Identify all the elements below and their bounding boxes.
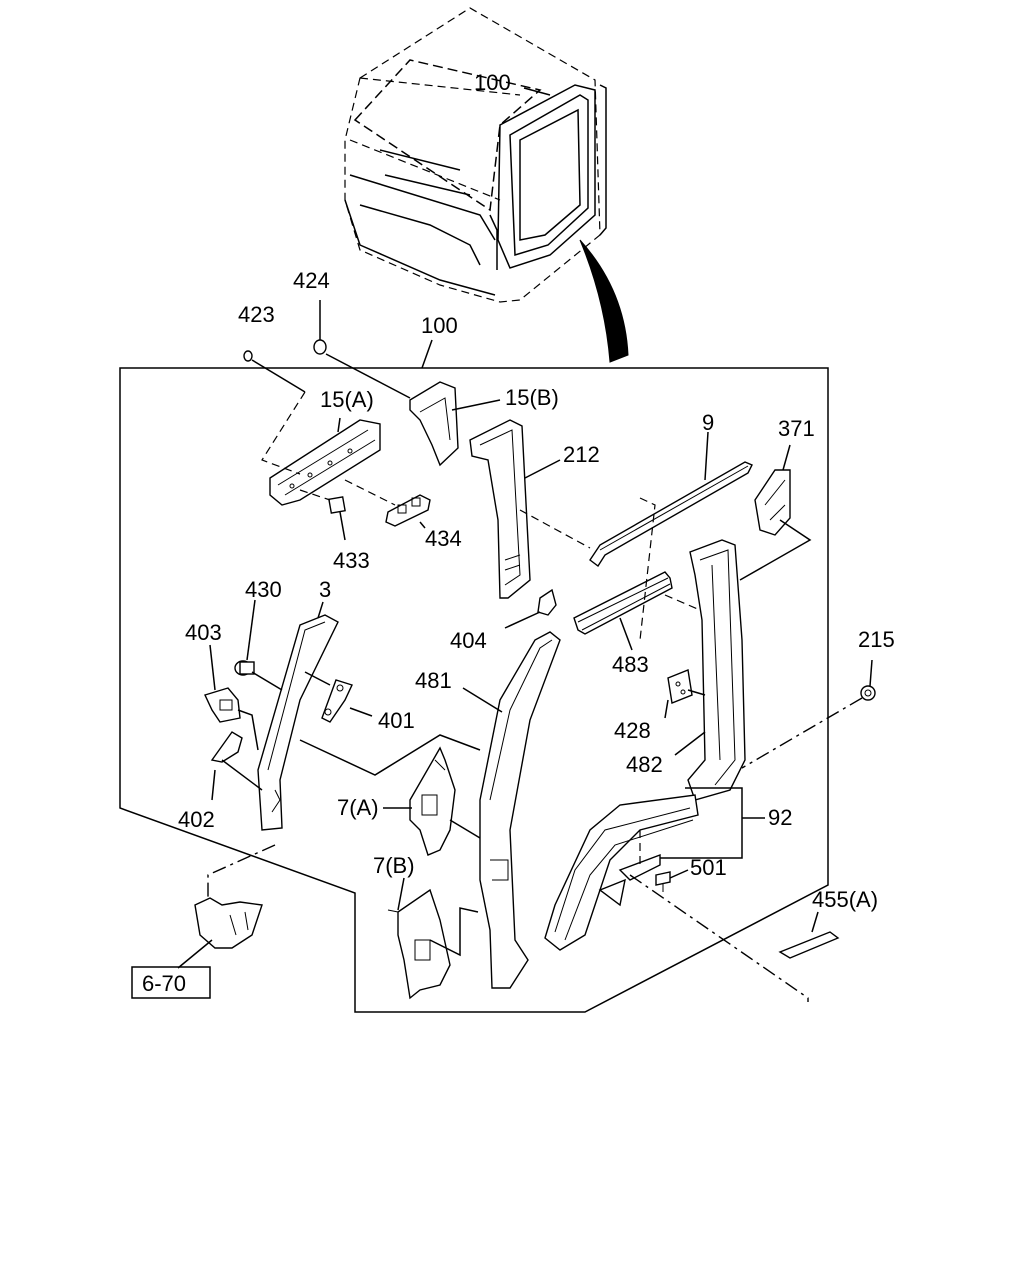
callout-371: 371 [778,416,815,441]
reference-label: 6-70 [142,971,186,996]
callout-92: 92 [768,805,792,830]
part-15b-bracket [409,381,459,467]
part-428-bracket [667,669,693,704]
part-402-bracket [210,731,243,763]
callout-215: 215 [858,627,895,652]
part-215-nut [860,685,876,701]
callout-100: 100 [421,313,458,338]
callout-7a: 7(A) [337,795,379,820]
callout-labels: 100 424 423 100 15(A) 15(B) 212 9 371 43… [178,70,895,912]
part-481-pillar [479,631,561,989]
part-424-grommet [313,339,327,355]
callout-7b: 7(B) [373,853,415,878]
callout-401: 401 [378,708,415,733]
part-6-70-panel [194,897,263,949]
callout-212: 212 [563,442,600,467]
callout-3: 3 [319,577,331,602]
callout-428: 428 [614,718,651,743]
leader-lines [177,300,873,1002]
callout-434: 434 [425,526,462,551]
assembly-frame [119,367,829,1013]
part-7a-hinge [409,746,456,856]
part-371-bracket [754,469,791,536]
leader-100-cab [523,87,551,96]
callout-15a: 15(A) [320,387,374,412]
callout-482: 482 [626,752,663,777]
part-401-link [321,679,353,723]
callout-501: 501 [690,855,727,880]
part-423-rivet [243,350,253,362]
callout-481: 481 [415,668,452,693]
direction-arrow [579,239,629,363]
part-433-plate [328,496,346,514]
part-7b-hinge [387,888,451,1000]
callout-402: 402 [178,807,215,832]
callout-424: 424 [293,268,330,293]
callout-404: 404 [450,628,487,653]
callout-403: 403 [185,620,222,645]
callout-100-cab: 100 [474,70,511,95]
part-482-pillar [687,539,746,801]
part-430-plug [234,660,255,676]
part-483-rail [573,571,673,635]
truck-cab-illustration [344,7,607,303]
callout-455a: 455(A) [812,887,878,912]
part-403-bracket [204,687,241,723]
part-9-roof-rail [589,461,753,568]
part-501-screw [655,871,671,892]
callout-483: 483 [612,652,649,677]
callout-423: 423 [238,302,275,327]
callout-15b: 15(B) [505,385,559,410]
reference-box-6-70: 6-70 [131,966,211,999]
part-92-panel [544,794,699,951]
callout-9: 9 [702,410,714,435]
callout-433: 433 [333,548,370,573]
callout-430: 430 [245,577,282,602]
part-455a-label [778,931,840,959]
part-15a-bracket [269,419,381,506]
part-212-pillar [469,419,531,599]
part-3-pillar [257,614,339,831]
part-404-clip [537,588,557,616]
part-434-bracket [385,494,431,527]
